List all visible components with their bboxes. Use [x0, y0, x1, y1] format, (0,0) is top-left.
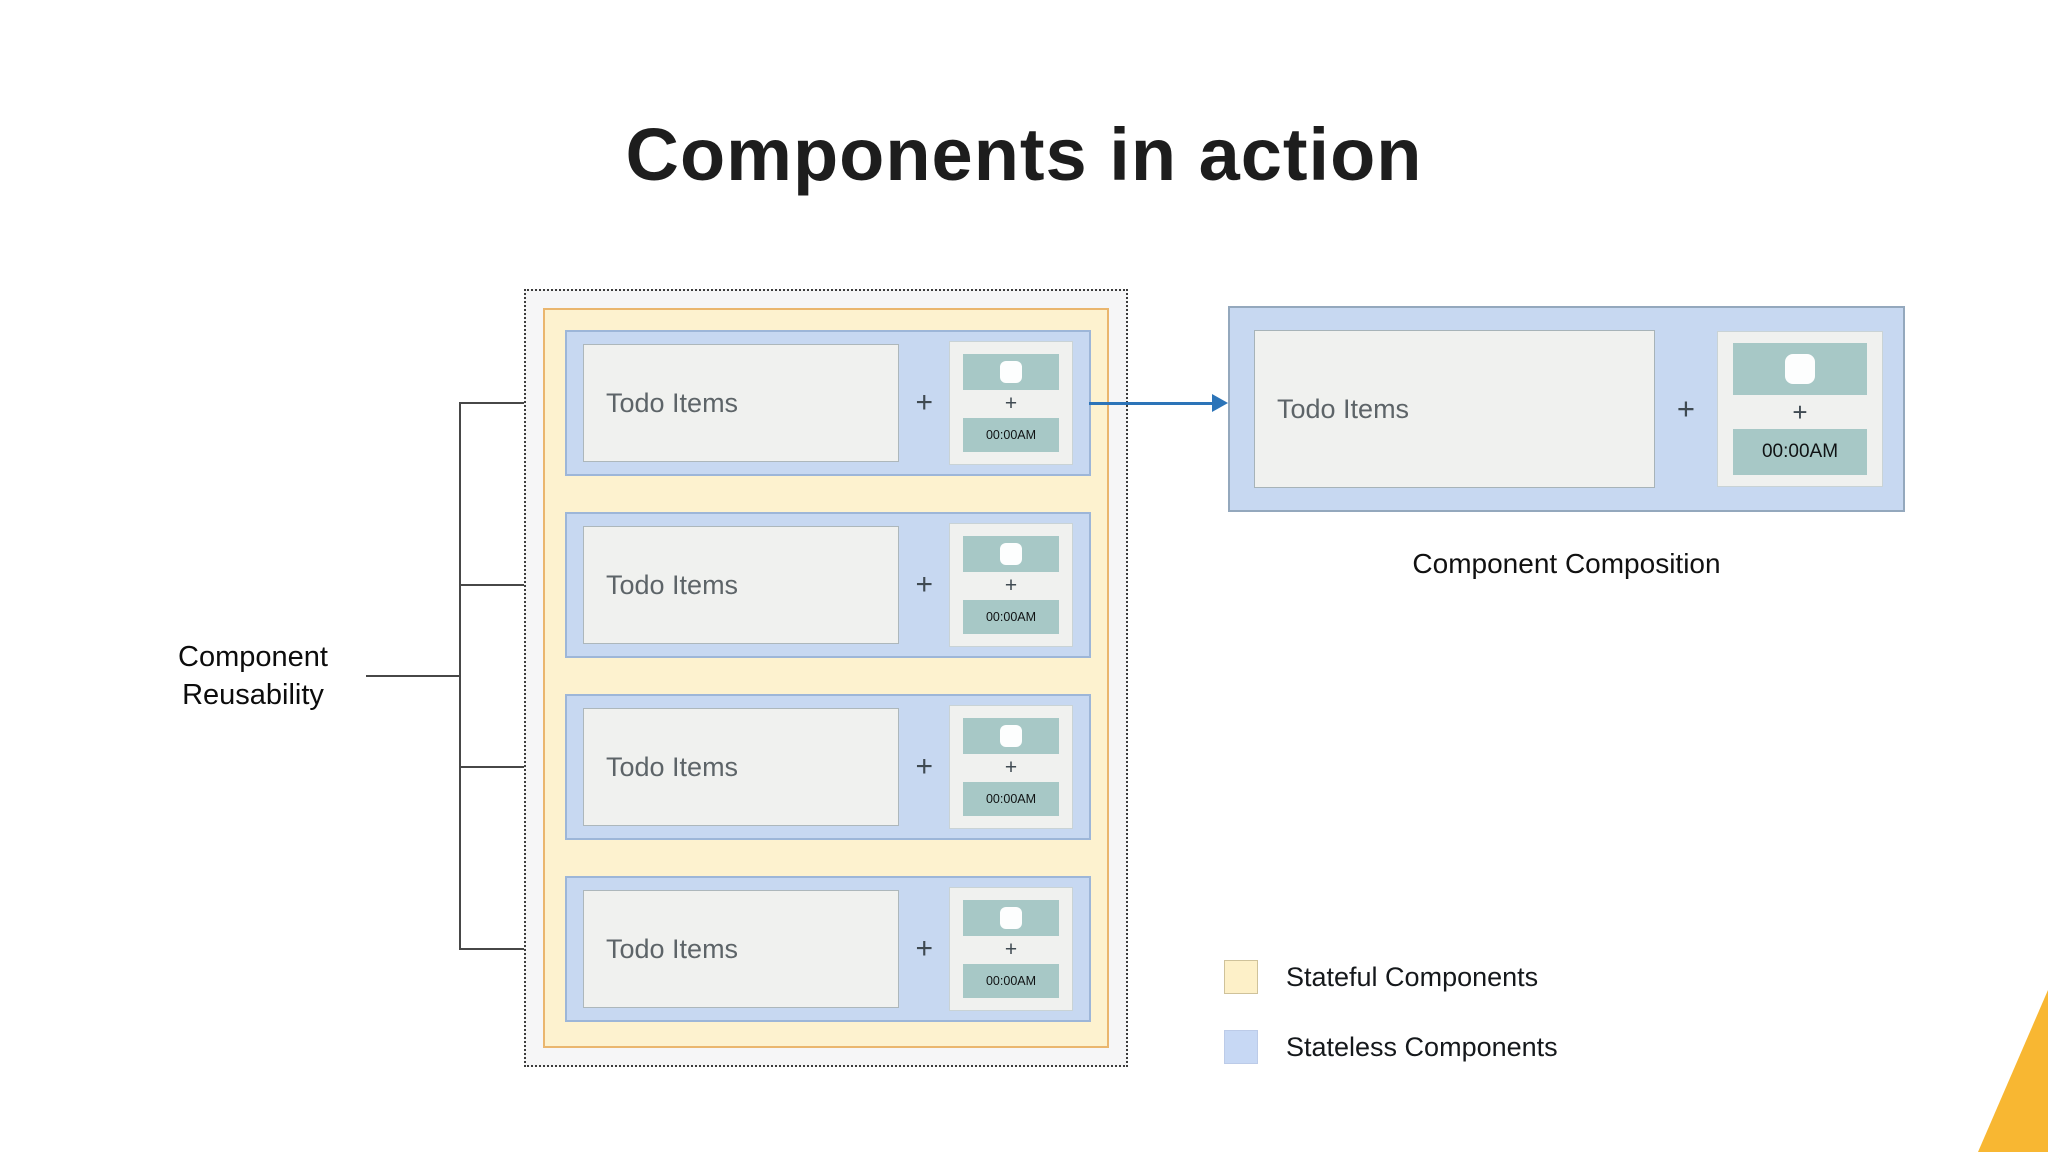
add-item-widget: + 00:00AM — [949, 523, 1073, 647]
plus-operator: + — [915, 568, 933, 601]
todo-items-label: Todo Items — [606, 751, 739, 782]
todo-list-row: Todo Items + + 00:00AM — [565, 694, 1091, 840]
composition-caption: Component Composition — [1412, 548, 1721, 579]
time-badge: 00:00AM — [963, 418, 1059, 452]
plus-operator: + — [915, 932, 933, 965]
time-badge: 00:00AM — [1733, 429, 1867, 475]
toggle-knob — [1000, 725, 1022, 747]
time-badge: 00:00AM — [963, 600, 1059, 634]
page-title: Components in action — [625, 113, 1423, 196]
reusability-label: Component Reusability — [140, 638, 366, 714]
add-item-widget: + 00:00AM — [949, 705, 1073, 829]
widget-plus: + — [1004, 574, 1018, 597]
todo-items-box: Todo Items — [583, 344, 900, 462]
todo-list-row: Todo Items + + 00:00AM — [565, 876, 1091, 1022]
plus-operator: + — [1676, 391, 1695, 426]
add-item-widget: + 00:00AM — [949, 887, 1073, 1011]
bracket-vertical-line — [459, 402, 461, 950]
todo-items-box: Todo Items — [583, 890, 900, 1008]
bracket-branch-row2 — [459, 584, 563, 586]
widget-plus: + — [1004, 756, 1018, 779]
toggle-button — [1733, 343, 1867, 395]
reusability-group-container: Todo Items + + 00:00AM Todo Items + + 00… — [524, 289, 1128, 1067]
bracket-label-connector — [366, 675, 459, 677]
toggle-knob — [1000, 907, 1022, 929]
toggle-knob — [1000, 361, 1022, 383]
bracket-branch-row4 — [459, 948, 563, 950]
toggle-knob — [1785, 354, 1815, 384]
time-badge: 00:00AM — [963, 964, 1059, 998]
todo-items-label: Todo Items — [606, 569, 739, 600]
bracket-branch-row3 — [459, 766, 563, 768]
composition-arrow-head — [1212, 394, 1228, 412]
add-item-widget: + 00:00AM — [1717, 331, 1883, 487]
legend-label-stateless: Stateless Components — [1286, 1031, 1558, 1062]
widget-plus: + — [1004, 938, 1018, 961]
toggle-button — [963, 900, 1059, 936]
legend-label-stateful: Stateful Components — [1286, 961, 1539, 992]
toggle-button — [963, 718, 1059, 754]
todo-items-label: Todo Items — [606, 387, 739, 418]
legend-item-stateful: Stateful Components — [1224, 960, 1538, 994]
todo-list-row: Todo Items + + 00:00AM — [565, 330, 1091, 476]
reusability-label-line1: Component — [178, 641, 328, 673]
stateful-component-wrapper: Todo Items + + 00:00AM Todo Items + + 00… — [543, 308, 1109, 1048]
composition-container: Todo Items + + 00:00AM — [1228, 306, 1905, 512]
widget-plus: + — [1004, 392, 1018, 415]
todo-list-row: Todo Items + + 00:00AM — [565, 512, 1091, 658]
toggle-knob — [1000, 543, 1022, 565]
bracket-branch-row1 — [459, 402, 563, 404]
todo-items-label: Todo Items — [1277, 393, 1410, 424]
todo-items-box: Todo Items — [583, 526, 900, 644]
plus-operator: + — [915, 386, 933, 419]
composition-arrow-line — [1089, 402, 1214, 405]
plus-operator: + — [915, 750, 933, 783]
reusability-label-line2: Reusability — [182, 679, 324, 711]
corner-accent-triangle — [1978, 990, 2048, 1152]
widget-plus: + — [1792, 397, 1808, 427]
legend-item-stateless: Stateless Components — [1224, 1030, 1558, 1064]
toggle-button — [963, 354, 1059, 390]
todo-items-box: Todo Items — [1254, 330, 1655, 488]
todo-items-label: Todo Items — [606, 933, 739, 964]
legend-swatch-stateless — [1224, 1030, 1258, 1064]
add-item-widget: + 00:00AM — [949, 341, 1073, 465]
todo-items-box: Todo Items — [583, 708, 900, 826]
toggle-button — [963, 536, 1059, 572]
legend-swatch-stateful — [1224, 960, 1258, 994]
time-badge: 00:00AM — [963, 782, 1059, 816]
